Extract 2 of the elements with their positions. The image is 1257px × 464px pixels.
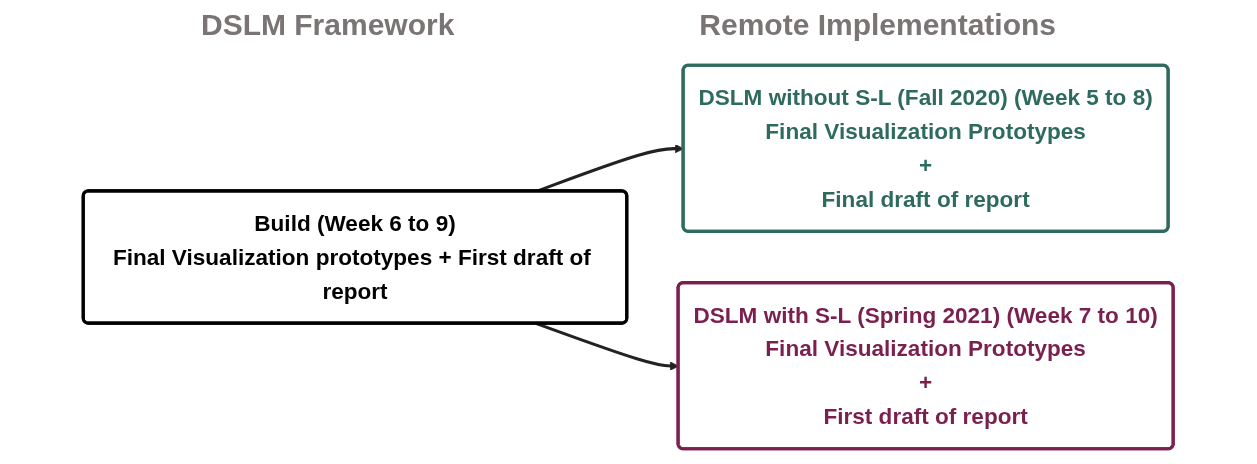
section-heading: DSLM Framework (200, 8, 455, 42)
section-heading: Remote Implementations (699, 8, 1057, 42)
